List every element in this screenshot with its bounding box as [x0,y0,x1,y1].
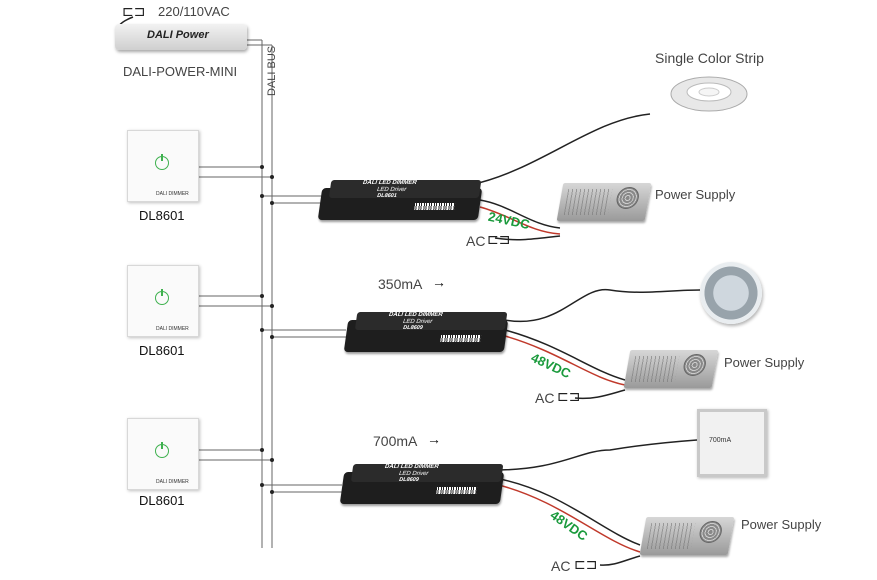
ac-label: AC [535,390,555,406]
plug-icon: ⊏⊐ [574,556,598,572]
psu-label: Power Supply [724,355,805,370]
switch-name: DL8601 [139,493,185,508]
fan-icon [614,187,641,209]
plug-icon: ⊏⊐ [557,388,581,404]
plug-icon: ⊏⊐ [122,3,146,19]
strip-label: Single Color Strip [655,50,764,66]
dali-power-name: DALI-POWER-MINI [123,64,238,79]
led-driver: DALI LED DIMMER LED Driver DL8601 [317,180,483,220]
switch-name: DL8601 [139,208,185,223]
downlight-icon [700,262,762,324]
dali-bus-label: DALI BUS [266,45,278,96]
led-driver: DALI LED DIMMER LED Driver DL8609 [343,312,509,352]
power-supply [639,517,735,555]
switch-name: DL8601 [139,343,185,358]
arrow-right-icon: → [432,274,446,290]
mains-voltage: 220/110VAC [158,4,230,19]
dali-dimmer-switch[interactable]: DALI DIMMER [127,130,199,202]
arrow-right-icon: → [427,431,441,447]
driver-model: DL8609 [398,477,420,483]
dali-power-label: DALI Power [147,29,209,41]
switch-face-text: DALI DIMMER [156,479,189,485]
power-icon [155,154,169,170]
barcode [440,335,482,342]
driver-title: DALI LED DIMMER [388,312,444,318]
led-driver: DALI LED DIMMER LED Driver DL8609 [339,464,505,504]
barcode [414,203,456,210]
driver-title: DALI LED DIMMER [384,464,440,470]
driver-model: DL8609 [402,325,424,331]
power-icon [155,442,169,458]
barcode [436,487,478,494]
dali-power-module: DALI Power [115,24,247,50]
current-350: 350mA [378,276,423,292]
ac-label: AC [466,233,486,249]
dali-dimmer-switch[interactable]: DALI DIMMER [127,265,199,337]
psu-label: Power Supply [741,517,822,532]
ac-label: AC [551,558,571,574]
plug-icon: ⊏⊐ [487,231,511,247]
driver-model: DL8601 [376,193,398,199]
driver-title: DALI LED DIMMER [362,180,418,186]
switch-face-text: DALI DIMMER [156,191,189,197]
psu-label: Power Supply [655,187,736,202]
fan-icon [697,521,724,543]
led-strip-icon [670,76,748,112]
power-supply [556,183,652,221]
panel-text: 700mA [709,437,732,444]
fan-icon [681,354,708,376]
led-panel-icon: 700mA [697,409,767,477]
power-icon [155,289,169,305]
dali-dimmer-switch[interactable]: DALI DIMMER [127,418,199,490]
switch-face-text: DALI DIMMER [156,326,189,332]
current-700: 700mA [373,433,418,449]
power-supply [623,350,719,388]
